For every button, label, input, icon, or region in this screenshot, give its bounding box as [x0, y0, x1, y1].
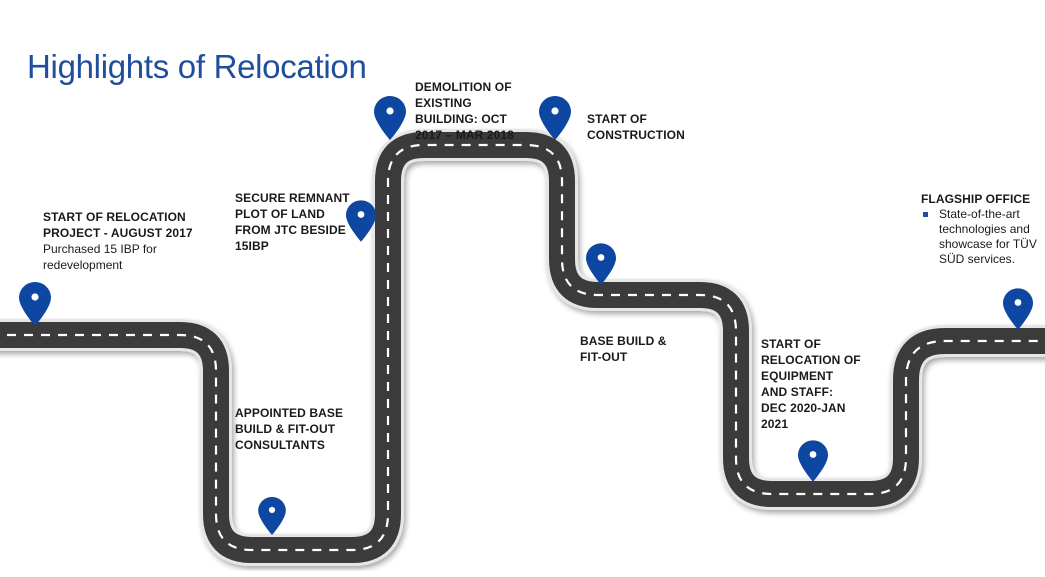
milestone-consultants: APPOINTED BASE BUILD & FIT-OUT CONSULTAN… [235, 405, 345, 453]
milestone-relocation-staff: START OF RELOCATION OF EQUIPMENT AND STA… [761, 336, 861, 432]
location-pin-icon [1003, 288, 1033, 330]
milestone-demolition: DEMOLITION OF EXISTING BUILDING: OCT 201… [415, 79, 535, 143]
milestone-title: START OF RELOCATION OF EQUIPMENT AND STA… [761, 337, 861, 431]
milestone-construction: START OF CONSTRUCTION [587, 111, 747, 143]
milestone-title: SECURE REMNANT PLOT OF LAND FROM JTC BES… [235, 191, 350, 253]
bullet-text: State-of-the-art technologies and showca… [939, 207, 1037, 266]
bullet-list: State-of-the-art technologies and showca… [921, 207, 1039, 267]
location-pin-icon [346, 200, 376, 242]
road [0, 129, 1045, 566]
milestone-base-build: BASE BUILD & FIT-OUT [580, 333, 670, 365]
milestone-title: BASE BUILD & FIT-OUT [580, 334, 667, 364]
milestone-start-relocation: START OF RELOCATION PROJECT - AUGUST 201… [43, 209, 193, 273]
milestone-title: FLAGSHIP OFFICE [921, 192, 1031, 206]
milestone-flagship-office: FLAGSHIP OFFICE State-of-the-art technol… [921, 191, 1039, 267]
bullet-square-icon [923, 212, 928, 217]
location-pin-icon [258, 497, 286, 535]
bullet-item: State-of-the-art technologies and showca… [921, 207, 1039, 267]
location-pin-icon [798, 440, 828, 482]
milestone-title: APPOINTED BASE BUILD & FIT-OUT CONSULTAN… [235, 406, 344, 452]
milestone-title: DEMOLITION OF EXISTING BUILDING: OCT 201… [415, 80, 514, 142]
page-title: Highlights of Relocation [27, 48, 367, 85]
milestone-title: START OF RELOCATION PROJECT - AUGUST 201… [43, 210, 193, 240]
milestone-remnant-plot: SECURE REMNANT PLOT OF LAND FROM JTC BES… [235, 190, 350, 254]
milestone-text: Purchased 15 IBP for redevelopment [43, 242, 157, 272]
milestone-title: START OF CONSTRUCTION [587, 112, 685, 142]
